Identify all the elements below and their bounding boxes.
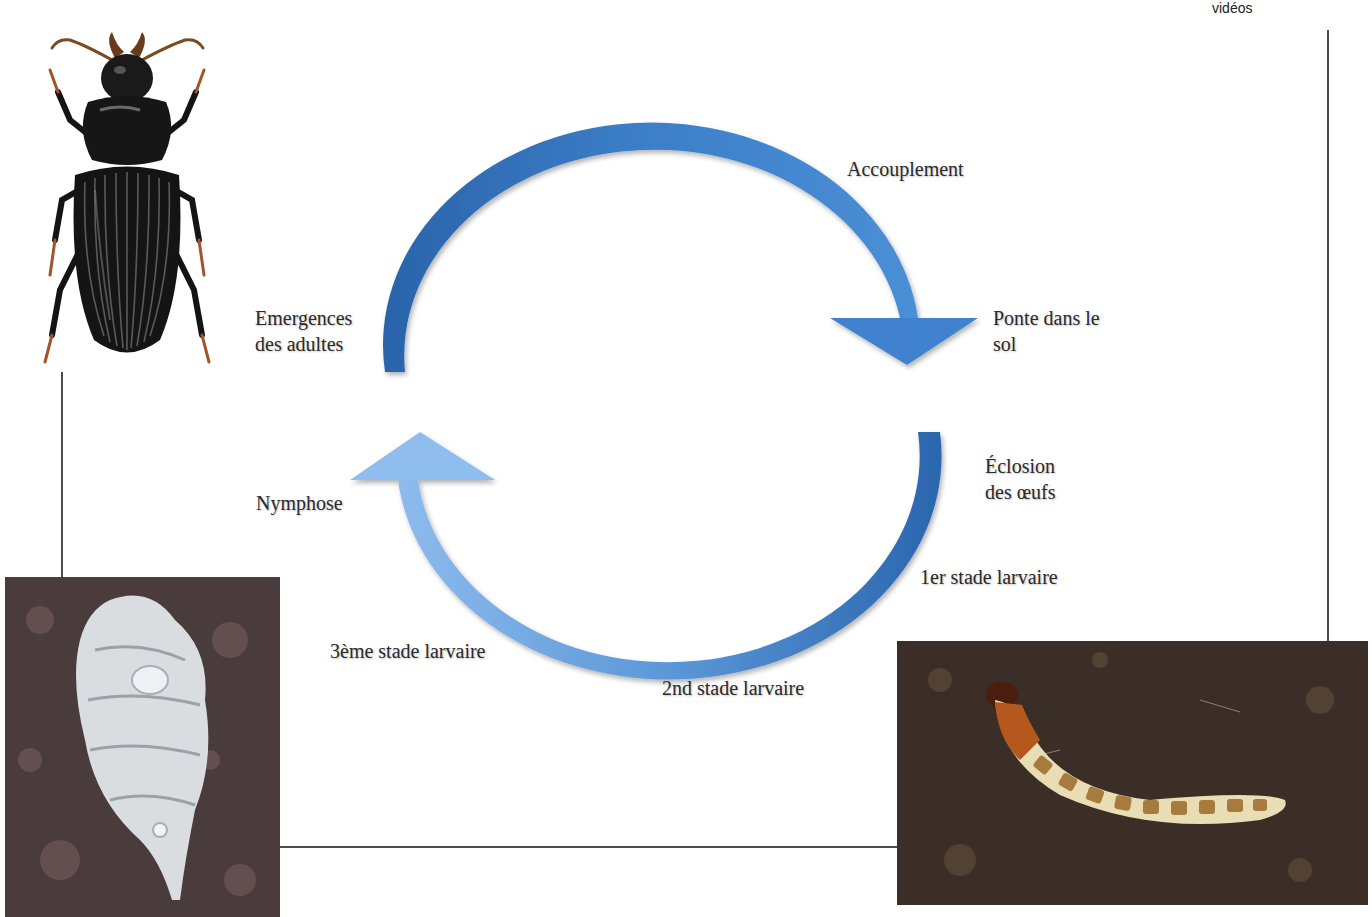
- stage-label: Emergences des adultes: [255, 305, 377, 357]
- larva-picture: [897, 641, 1368, 905]
- corner-note: vidéos: [1212, 0, 1252, 16]
- stage-label: Ponte dans le sol: [993, 305, 1107, 357]
- cycle-arrow: [383, 123, 978, 372]
- stage-label: 1er stade larvaire: [920, 564, 1058, 590]
- stage-label: Nymphose: [256, 490, 343, 516]
- beetle-picture: [45, 32, 209, 362]
- stage-label: Éclosion des œufs: [985, 453, 1085, 505]
- stage-label: Accouplement: [847, 156, 964, 182]
- stage-label: 3ème stade larvaire: [330, 638, 485, 664]
- stage-label: 2nd stade larvaire: [662, 675, 804, 701]
- pupa-picture: [5, 577, 280, 917]
